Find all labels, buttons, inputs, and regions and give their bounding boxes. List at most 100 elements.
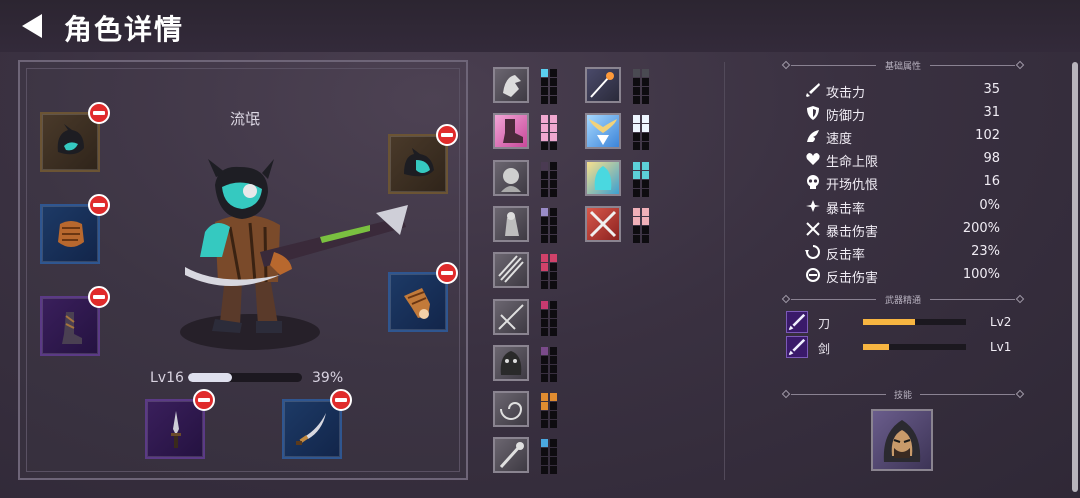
rank-pip — [541, 207, 548, 216]
mastery-progress-bar — [863, 344, 966, 350]
remove-scimitar-button[interactable] — [330, 389, 352, 411]
rank-pip — [550, 207, 557, 216]
inventory-item[interactable] — [493, 391, 529, 428]
rank-pip — [642, 188, 649, 197]
back-arrow-icon — [22, 14, 42, 38]
back-button[interactable] — [20, 12, 46, 40]
inventory-item[interactable] — [585, 159, 621, 196]
rank-pip — [550, 300, 557, 309]
rank-pip — [550, 318, 557, 327]
stat-label: 反击率 — [826, 247, 866, 263]
rank-pip — [541, 411, 548, 420]
item-rank-pips — [541, 161, 557, 198]
inventory-item[interactable] — [493, 437, 529, 474]
spirit-icon — [594, 165, 612, 190]
rank-pip — [633, 124, 640, 133]
rank-pip — [633, 69, 640, 77]
rank-pip — [642, 216, 649, 225]
item-rank-pips — [633, 69, 649, 105]
equipment-slot-gauntlet[interactable] — [388, 262, 458, 332]
rank-pip — [633, 96, 640, 104]
chest-armor-icon — [58, 221, 84, 247]
inventory-item[interactable] — [493, 252, 529, 289]
remove-mask-button[interactable] — [436, 124, 458, 146]
rank-pip — [541, 133, 548, 142]
mastery-progress-fill — [863, 319, 915, 325]
rank-pip — [633, 115, 640, 124]
character-panel: 流氓 — [18, 60, 468, 480]
meteor-icon — [590, 72, 614, 98]
rank-pip — [550, 142, 557, 151]
inventory-item[interactable] — [585, 67, 621, 103]
rank-pip — [550, 188, 557, 197]
rank-pip — [642, 69, 649, 77]
rank-pip — [550, 69, 557, 77]
rank-pip — [633, 216, 640, 225]
rank-pip — [541, 96, 548, 104]
inventory-item[interactable] — [493, 67, 529, 103]
rank-pip — [541, 225, 548, 234]
rank-pip — [541, 87, 548, 95]
remove-chest-button[interactable] — [88, 194, 110, 216]
stat-value: 16 — [983, 174, 1000, 190]
rank-pip — [541, 115, 548, 124]
rank-pip — [550, 402, 557, 411]
rank-pip — [633, 133, 640, 142]
inventory-item[interactable] — [493, 159, 529, 196]
inventory-item[interactable] — [585, 205, 621, 242]
inventory-item[interactable] — [493, 344, 529, 381]
rank-pip — [541, 179, 548, 188]
rank-pip — [550, 234, 557, 243]
character-level: Lv16 — [150, 370, 184, 386]
cross-slash-icon — [498, 303, 524, 330]
scrollbar[interactable] — [1072, 62, 1078, 492]
scimitar-icon — [296, 413, 326, 445]
rank-pip — [550, 364, 557, 373]
remove-helmet-button[interactable] — [88, 102, 110, 124]
remove-boots-button[interactable] — [88, 286, 110, 308]
equipment-slot-helmet[interactable] — [40, 102, 110, 172]
equipment-slot-boots[interactable] — [40, 286, 110, 356]
weapon-mastery-icon — [786, 311, 808, 333]
equipment-slot-dagger[interactable] — [145, 389, 215, 459]
rank-pip — [541, 355, 548, 364]
rank-pip — [550, 87, 557, 95]
remove-dagger-button[interactable] — [193, 389, 215, 411]
header-bar: 角色详情 — [0, 0, 1080, 52]
inventory-item[interactable] — [493, 113, 529, 150]
rank-pip — [541, 346, 548, 355]
inventory-item[interactable] — [493, 205, 529, 242]
stats-section-label: 基础属性 — [884, 62, 921, 72]
rank-pip — [550, 96, 557, 104]
rank-pip — [550, 133, 557, 142]
rank-pip — [550, 439, 557, 448]
rank-pip — [642, 179, 649, 188]
skill-slot[interactable] — [871, 409, 933, 471]
rank-pip — [550, 161, 557, 170]
wing-icon — [807, 130, 819, 143]
blade-icon — [788, 313, 806, 331]
item-rank-pips — [633, 115, 649, 151]
skills-section-label: 技能 — [893, 391, 912, 401]
rank-pip — [541, 300, 548, 309]
rank-pip — [550, 272, 557, 281]
equipment-slot-mask[interactable] — [388, 124, 458, 194]
rank-pip — [541, 318, 548, 327]
rank-pip — [550, 170, 557, 179]
rank-pip — [633, 161, 640, 170]
inventory-item[interactable] — [585, 113, 621, 150]
rank-pip — [550, 420, 557, 429]
remove-gauntlet-button[interactable] — [436, 262, 458, 284]
character-name: 流氓 — [229, 110, 260, 128]
hooded-rogue-icon — [883, 420, 921, 462]
stat-value: 31 — [983, 105, 1000, 121]
inventory-item[interactable] — [493, 298, 529, 335]
stat-label: 速度 — [826, 132, 853, 148]
rank-pip — [633, 179, 640, 188]
equipment-slot-scimitar[interactable] — [282, 389, 352, 459]
stats-section-header: 基础属性 — [781, 60, 1025, 72]
equipment-slot-chest[interactable] — [40, 194, 110, 264]
